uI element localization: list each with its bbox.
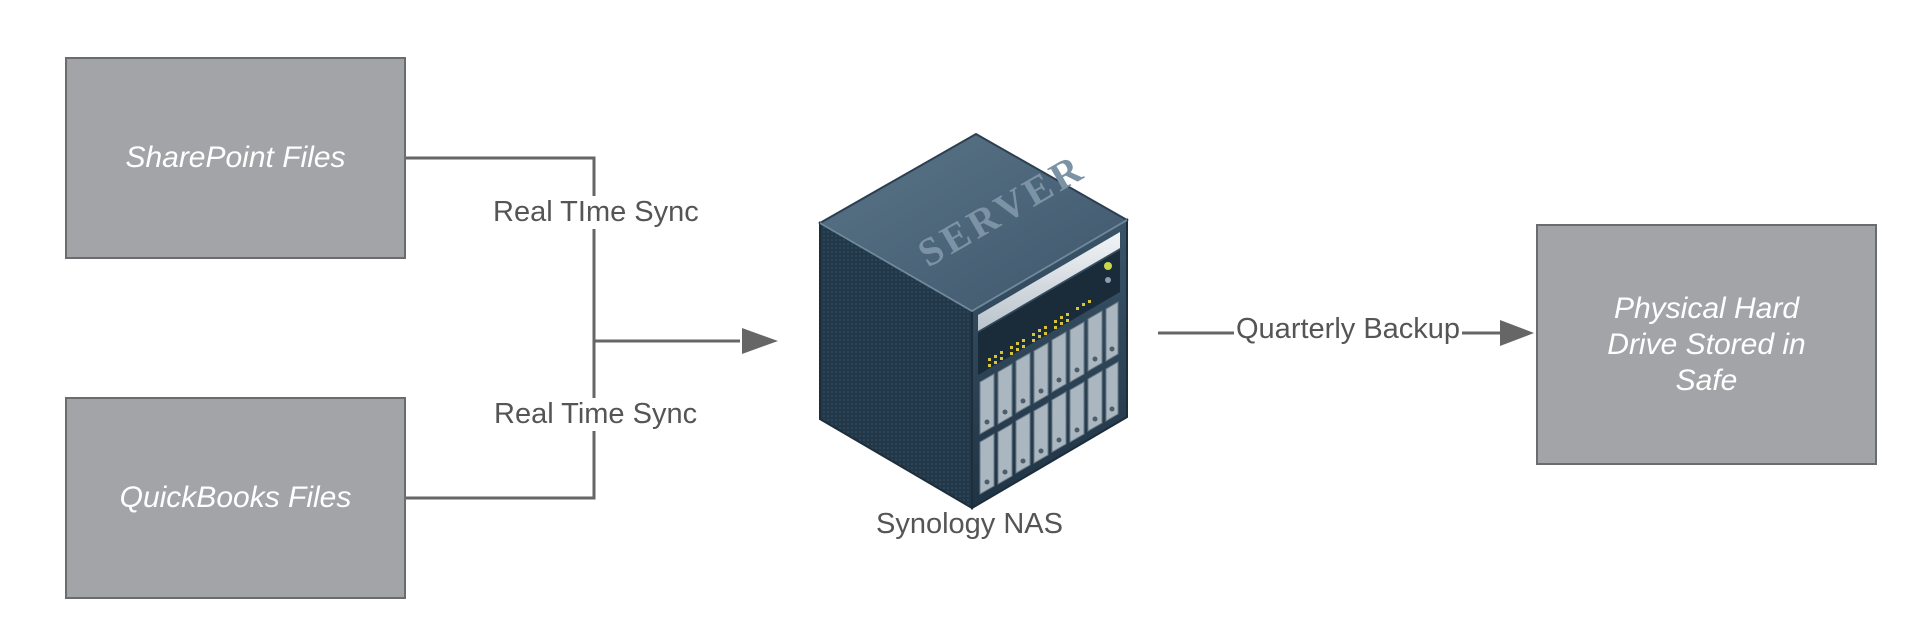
sharepoint-files-label: SharePoint Files — [125, 141, 346, 174]
sharepoint-files-box: SharePoint Files — [65, 57, 406, 259]
sync-bottom-label: Real Time Sync — [492, 398, 700, 431]
safe-drive-box: Physical Hard Drive Stored in Safe — [1536, 224, 1877, 465]
nas-label: Synology NAS — [876, 508, 1063, 540]
backup-label: Quarterly Backup — [1234, 313, 1463, 346]
nas-arrowhead — [742, 328, 778, 354]
safe-drive-line-2: Drive Stored in — [1607, 327, 1806, 361]
server-rack-icon: SERVER — [817, 132, 1129, 510]
safe-drive-line-3: Safe — [1675, 363, 1738, 397]
sharepoint-connector — [405, 156, 740, 343]
quickbooks-files-box: QuickBooks Files — [65, 397, 406, 599]
safe-drive-line-1: Physical Hard — [1613, 291, 1800, 325]
safe-arrowhead — [1500, 320, 1534, 346]
quickbooks-connector — [405, 341, 596, 500]
quickbooks-files-label: QuickBooks Files — [119, 481, 352, 514]
sync-top-label: Real TIme Sync — [491, 196, 701, 229]
safe-drive-label: Physical Hard Drive Stored in Safe — [1607, 291, 1805, 399]
